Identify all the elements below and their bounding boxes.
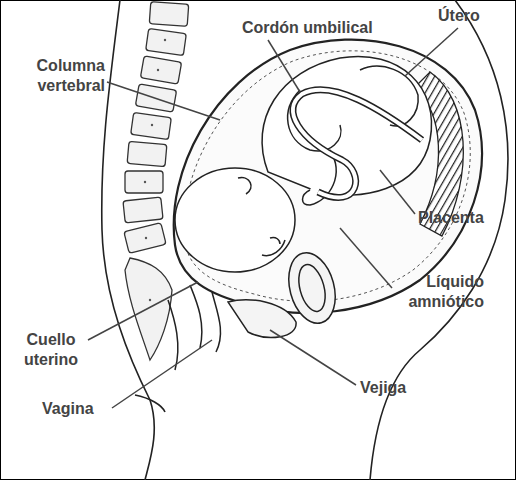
mother-body — [102, 0, 508, 480]
part-label: Vagina — [42, 399, 94, 419]
part-label: Cuello uterino — [14, 330, 88, 370]
part-label: Placenta — [418, 208, 484, 228]
part-label: Vejiga — [360, 378, 406, 398]
part-label: Líquido amniótico — [392, 272, 484, 312]
part-label: Útero — [438, 6, 480, 26]
umbilical-cord — [293, 90, 422, 198]
part-label: Cordón umbilical — [242, 18, 373, 38]
part-label: Columna vertebral — [8, 56, 105, 96]
fetus — [175, 56, 432, 272]
leader-lines — [88, 28, 458, 408]
